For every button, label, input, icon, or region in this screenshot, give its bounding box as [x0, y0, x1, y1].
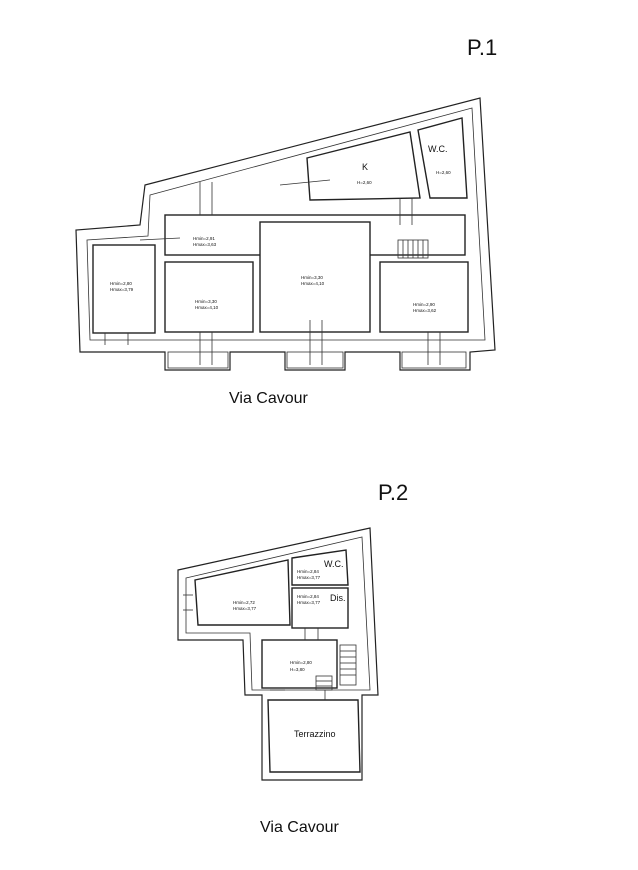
floor-2-outer-wall — [177, 527, 379, 781]
floor-1-balcony-3 — [401, 351, 467, 369]
floor-1-room-c — [379, 261, 469, 333]
floor-1-room-b-hmin: Hmin=3,30 — [301, 275, 323, 280]
floor-1-outer-wall — [75, 97, 496, 371]
floor-2-inner-wall — [185, 536, 371, 691]
floor-2-street-label: Via Cavour — [260, 819, 340, 836]
floor-1-room-a — [164, 261, 254, 333]
floor-2-dis-label: Dis. — [330, 593, 346, 603]
floor-1-street-label: Via Cavour — [229, 390, 309, 407]
floor-1-room-a-hmax: Hmax=4,10 — [195, 305, 219, 310]
floor-2-dis-hmin: Hmin=2,84 — [297, 594, 319, 599]
floor-1-wc-label: W.C. — [428, 144, 448, 154]
floor-2-lower-hmax: H=3,80 — [290, 667, 305, 672]
floor-2-main-hmin: Hmin=2,72 — [233, 600, 255, 605]
floor-2-stairs — [315, 644, 357, 691]
floor-2-title: P.2 — [378, 480, 408, 505]
floor-1-hall-hmin: Hmin=2,91 — [193, 236, 215, 241]
floor-1-room-b — [259, 221, 371, 333]
floor-1-wc — [417, 117, 468, 199]
floor-1-left-hmin: Hmin=2,80 — [110, 281, 132, 286]
floor-1-kitchen — [306, 131, 421, 201]
floor-2-dis-room — [291, 587, 349, 629]
floor-1-kitchen-height: H=2,60 — [357, 180, 372, 185]
floor-1-title: P.1 — [467, 35, 497, 60]
floor-2-openings — [183, 594, 326, 700]
floor-1-room-b-hmax: Hmax=4,10 — [301, 281, 325, 286]
floor-1-hall-hmax: Hmax=3,63 — [193, 242, 217, 247]
floor-1-inner-wall — [86, 107, 486, 341]
floor-2-plan: P.2 Via Cavour W.C. Hmin=2,84 Hmax=3,77 … — [177, 480, 408, 836]
floor-1-room-c-hmin: Hmin=2,90 — [413, 302, 435, 307]
floor-1-openings — [104, 179, 441, 365]
floor-1-plan: P.1 Via Cavour K H=2,60 W.C. H=2,60 Hmin… — [75, 35, 497, 407]
floor-2-terrace-label: Terrazzino — [294, 729, 336, 739]
floor-2-lower-room — [261, 639, 338, 689]
floor-1-room-a-hmin: Hmin=3,30 — [195, 299, 217, 304]
floor-1-left-room — [92, 244, 156, 334]
floor-1-balcony-2 — [286, 351, 344, 369]
floor-1-kitchen-label: K — [362, 162, 368, 172]
floor-1-room-c-hmax: Hmax=3,62 — [413, 308, 437, 313]
floor-2-main-room — [194, 559, 291, 626]
floor-2-lower-hmin: Hmin=2,80 — [290, 660, 312, 665]
floor-2-main-hmax: Hmax=3,77 — [233, 606, 257, 611]
floor-2-wc-hmin: Hmin=2,84 — [297, 569, 319, 574]
floor-2-wc-room — [291, 549, 349, 586]
floor-1-stairs — [397, 239, 429, 259]
floor-1-wc-height: H=2,60 — [436, 170, 451, 175]
floor-2-wc-hmax: Hmax=3,77 — [297, 575, 321, 580]
floor-1-left-hmax: Hmax=3,79 — [110, 287, 134, 292]
floor-2-terrace — [267, 699, 361, 773]
floor-1-balcony-1 — [167, 351, 229, 369]
floor-2-dis-hmax: Hmax=3,77 — [297, 600, 321, 605]
floor-2-wc-label: W.C. — [324, 559, 344, 569]
